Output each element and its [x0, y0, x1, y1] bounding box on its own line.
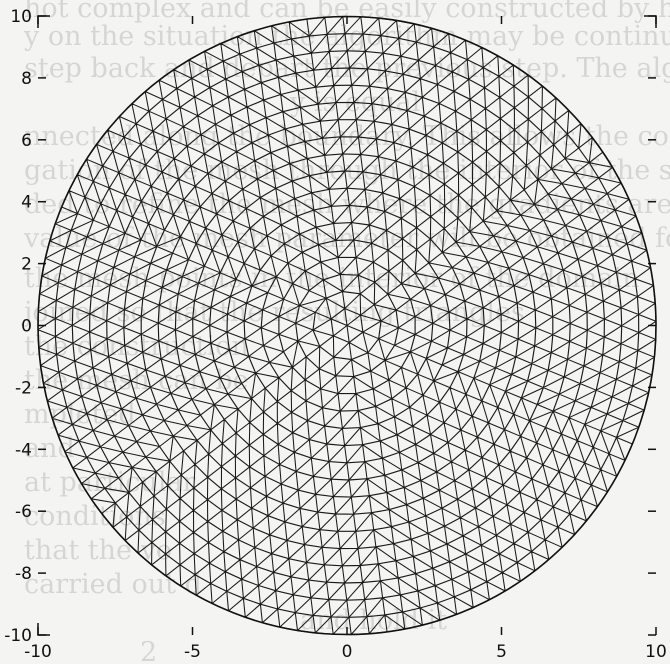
mesh-radial-edges	[295, 274, 399, 377]
triangle-mesh	[37, 15, 657, 636]
y-tick-label: -2	[15, 378, 32, 398]
mesh-radial-edges	[312, 291, 382, 360]
mesh-radial-edges	[330, 308, 364, 343]
x-tick-label: -5	[184, 642, 201, 662]
mesh-radial-edges	[278, 257, 416, 394]
y-tick-label: 0	[21, 317, 32, 337]
y-tick-label: 8	[21, 69, 32, 89]
mesh-radial-edges	[226, 205, 468, 446]
x-tick-label: 0	[342, 642, 353, 662]
mesh-radial-edges	[192, 170, 502, 481]
mesh-radial-edges	[72, 50, 622, 601]
y-tick-label: -4	[15, 440, 32, 460]
mesh-radial-edges	[37, 16, 657, 635]
mesh-radial-edges	[140, 119, 554, 532]
x-tick-label: 10	[645, 642, 667, 662]
y-tick-label: -6	[15, 502, 32, 522]
y-tick-label: 2	[21, 255, 32, 275]
mesh-radial-edges	[123, 102, 571, 549]
y-tick-label: 10	[10, 7, 32, 27]
y-tick-label: 6	[21, 131, 32, 151]
frame-corner	[37, 15, 50, 28]
mesh-radial-edges	[243, 222, 451, 429]
mesh-radial-edges	[89, 67, 605, 584]
mesh-radial-edges	[55, 33, 639, 618]
mesh-radial-edges	[209, 187, 485, 464]
y-axis-ticks: 10 8 6 4 2 0 -2 -4 -6 -8 -10	[4, 7, 656, 646]
mesh-radial-edges	[106, 84, 588, 567]
y-tick-label: -8	[15, 564, 32, 584]
x-tick-label: 5	[496, 642, 507, 662]
frame-corner	[37, 623, 50, 636]
x-tick-label: -10	[24, 642, 52, 662]
y-tick-label: 4	[21, 193, 32, 213]
y-tick-label: -10	[4, 626, 32, 646]
frame-corner	[644, 15, 657, 28]
x-axis-ticks: -10 -5 0 5 10	[24, 16, 667, 662]
mesh-radial-edges	[157, 136, 537, 515]
mesh-radial-edges	[175, 153, 519, 498]
mesh-radial-edges	[260, 239, 434, 412]
